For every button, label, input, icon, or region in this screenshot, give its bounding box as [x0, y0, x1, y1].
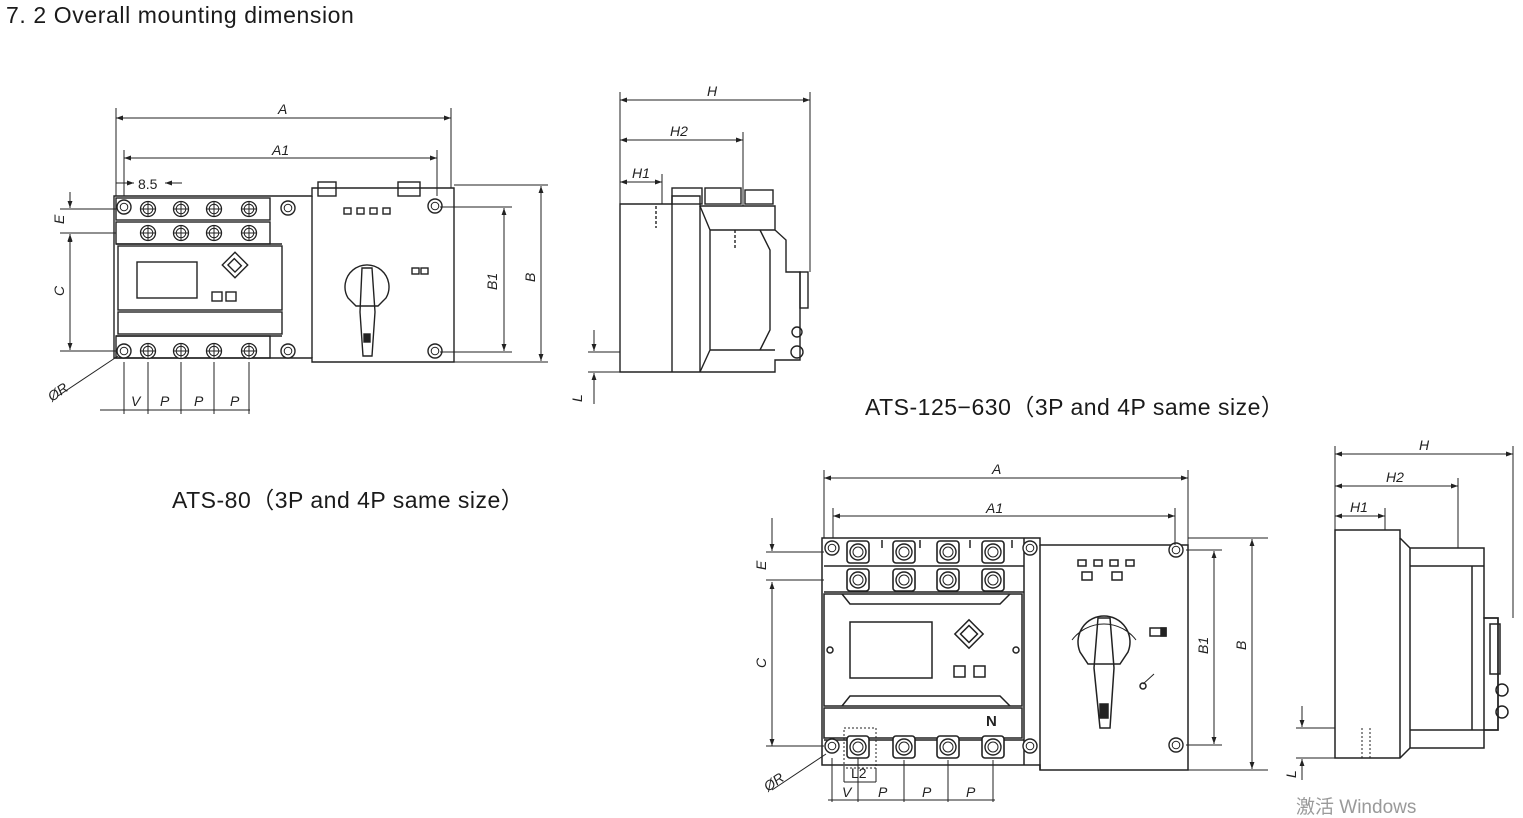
svg-text:ØR: ØR [44, 379, 71, 405]
section-heading: 7. 2 Overall mounting dimension [6, 2, 355, 28]
ats80-side-view [619, 187, 809, 373]
svg-text:A1: A1 [271, 142, 289, 158]
svg-text:H2: H2 [1386, 469, 1404, 485]
svg-text:L: L [1283, 770, 1299, 778]
ats125-side-dimension-text: H H2 H1 L [1283, 437, 1430, 778]
ats125-front-dimensions [766, 470, 1268, 802]
svg-text:A: A [277, 101, 287, 117]
svg-text:P: P [230, 393, 240, 409]
svg-text:P: P [922, 784, 932, 800]
ats80-side-dimensions [588, 92, 811, 404]
svg-text:H1: H1 [1350, 499, 1368, 515]
svg-text:V: V [842, 784, 853, 800]
svg-text:A: A [991, 461, 1001, 477]
svg-text:B: B [522, 273, 538, 282]
svg-text:C: C [753, 657, 769, 668]
svg-text:P: P [878, 784, 888, 800]
svg-text:C: C [51, 285, 67, 296]
svg-text:H: H [707, 83, 718, 99]
svg-text:H: H [1419, 437, 1430, 453]
caption-ats80: ATS-80（3P and 4P same size） [172, 487, 525, 513]
ats125-front-view [821, 537, 1189, 771]
svg-text:H2: H2 [670, 123, 688, 139]
svg-text:B: B [1233, 641, 1249, 650]
ats125-side-view [1334, 529, 1509, 759]
svg-text:E: E [753, 560, 769, 570]
ats80-front-dimensions [57, 108, 548, 414]
ats80-side-dimension-text: H H2 H1 L [569, 83, 718, 402]
svg-text:P: P [194, 393, 204, 409]
svg-text:L: L [569, 394, 585, 402]
svg-text:P: P [966, 784, 976, 800]
caption-ats125: ATS-125−630（3P and 4P same size） [865, 394, 1285, 420]
svg-text:B1: B1 [1195, 637, 1211, 654]
svg-text:L2: L2 [851, 765, 867, 781]
svg-text:H1: H1 [632, 165, 650, 181]
svg-text:A1: A1 [985, 500, 1003, 516]
svg-text:E: E [51, 214, 67, 224]
neutral-mark: N [986, 713, 997, 730]
svg-text:V: V [131, 393, 142, 409]
svg-text:ØR: ØR [760, 769, 787, 795]
ats125-side-dimensions [1296, 446, 1514, 780]
svg-text:8.5: 8.5 [138, 176, 158, 192]
windows-activation-watermark: 激活 Windows [1296, 797, 1417, 818]
svg-text:P: P [160, 393, 170, 409]
svg-text:B1: B1 [484, 273, 500, 290]
